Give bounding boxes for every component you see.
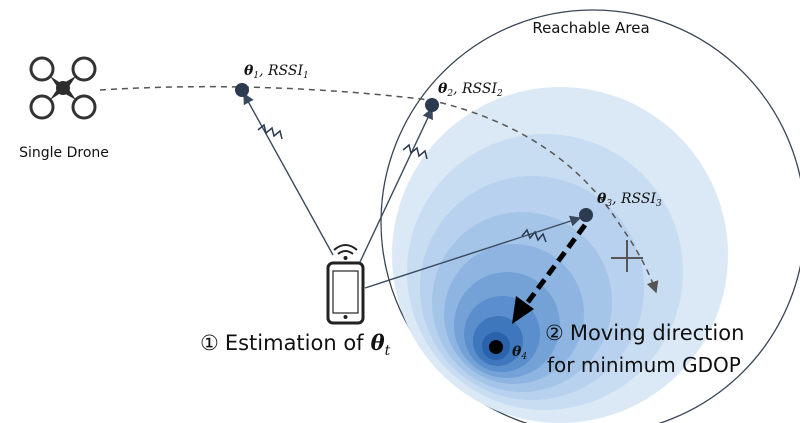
moving-direction-arrow (512, 223, 588, 324)
label-theta-3: θ3, RSSI3 (597, 191, 662, 209)
node-theta-1 (235, 83, 249, 97)
cross-marker (611, 240, 643, 272)
phone-icon (326, 244, 365, 325)
label-theta-4: θ4 (512, 344, 527, 362)
theta-nodes (235, 83, 593, 354)
label-theta-1: θ1, RSSI1 (244, 63, 309, 81)
node-theta-2 (425, 98, 439, 112)
signal-lines (243, 92, 582, 289)
node-theta-3 (579, 208, 593, 222)
drone-trajectory (99, 85, 659, 294)
drone-icon (29, 56, 97, 120)
moving-direction-label-line2: for minimum GDOP (547, 353, 741, 377)
reachable-area-label: Reachable Area (532, 19, 649, 37)
signal-wave-icons (257, 123, 547, 243)
node-theta-4 (489, 340, 503, 354)
label-theta-2: θ2, RSSI2 (438, 81, 503, 99)
drone-label: Single Drone (19, 145, 109, 161)
